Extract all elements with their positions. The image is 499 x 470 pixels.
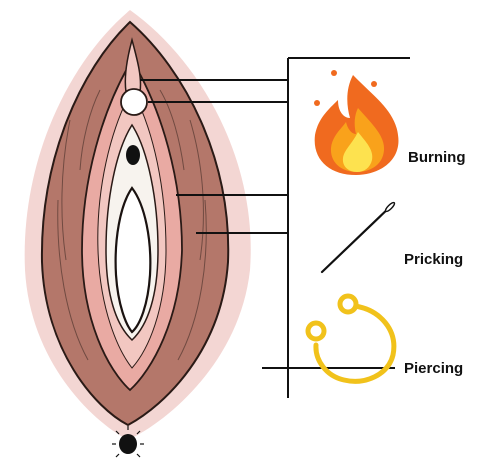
label-piercing: Piercing — [404, 360, 463, 377]
label-pricking: Pricking — [404, 251, 463, 268]
clitoris — [121, 89, 147, 115]
urethral-opening — [126, 145, 140, 165]
needle-icon — [322, 201, 396, 272]
label-burning: Burning — [408, 149, 466, 166]
fire-icon — [314, 70, 398, 175]
